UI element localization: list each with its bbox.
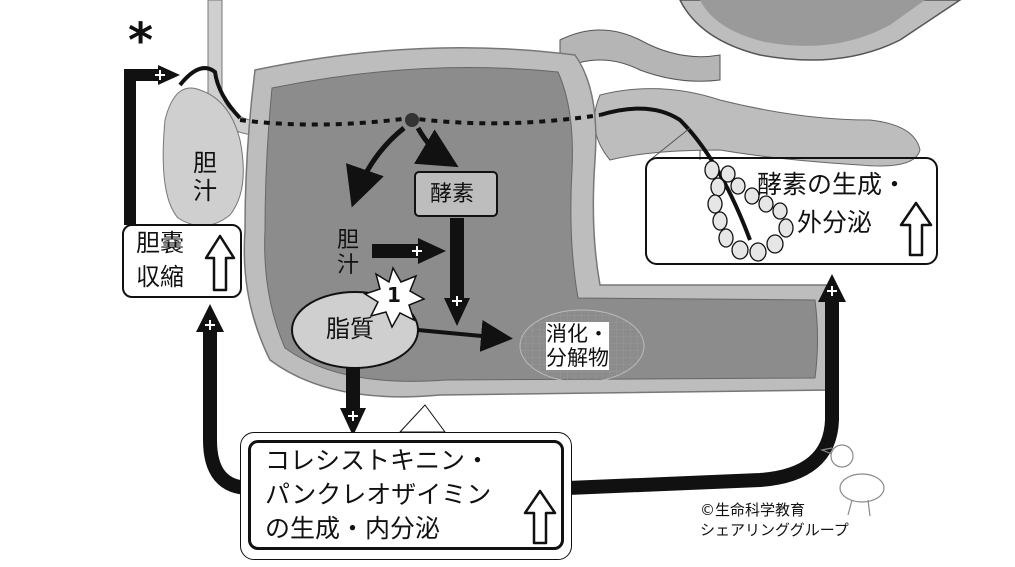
step-number: 1 xyxy=(387,283,401,307)
gallbladder-bile-label: 胆 汁 xyxy=(193,149,217,205)
bile-right-head xyxy=(418,238,446,264)
fat-down-shaft xyxy=(346,368,360,408)
hormone-to-pancreas xyxy=(567,300,839,495)
asterisk-label: * xyxy=(128,13,154,69)
esophagus-pipe xyxy=(559,29,721,82)
up-arrow-icon xyxy=(204,234,236,292)
gallbladder-feedback-left xyxy=(124,69,160,225)
stomach-inner xyxy=(700,0,925,46)
enzyme-secretion-box: 酵素の生成・ 外分泌 xyxy=(645,157,938,265)
enzyme-down-head xyxy=(444,298,470,326)
arrow-to-enzyme xyxy=(413,126,459,168)
gallbladder-feedback-head xyxy=(158,65,180,85)
bile-right-shaft xyxy=(372,244,420,258)
papilla xyxy=(405,113,419,127)
enzyme-down-shaft xyxy=(450,218,464,298)
fat-label: 脂質 xyxy=(326,315,374,343)
duodenum-bile-label: 胆 汁 xyxy=(336,228,359,279)
gallbladder xyxy=(162,87,244,227)
star-burst-icon xyxy=(363,266,426,329)
hormone-box: コレシストキニン・ パンクレオザイミン の生成・内分泌 xyxy=(248,440,564,550)
fat-down-head xyxy=(340,408,366,436)
digestion-label: 消化・ 分解物 xyxy=(546,322,609,371)
gallbladder-contraction-box: 胆嚢 収縮 xyxy=(122,224,242,298)
enzyme-box xyxy=(414,171,498,217)
enzyme-label: 酵素 xyxy=(430,182,475,207)
bile-duct-line xyxy=(178,66,242,120)
up-arrow-icon xyxy=(899,201,933,257)
pancreatic-acinus-cells xyxy=(704,160,794,262)
pancreatic-duct xyxy=(599,106,752,241)
callout-pointer xyxy=(398,404,446,433)
chick-drawing-icon xyxy=(819,444,885,517)
up-arrow-icon xyxy=(523,489,557,545)
arrow-to-bile xyxy=(346,126,406,208)
copyright-text: ©生命科学教育 シェアリンググループ xyxy=(700,501,849,539)
hormone-to-gallbladder-head xyxy=(196,304,224,332)
pancreas xyxy=(593,88,921,167)
arrow-fat-to-digestion xyxy=(417,320,513,352)
